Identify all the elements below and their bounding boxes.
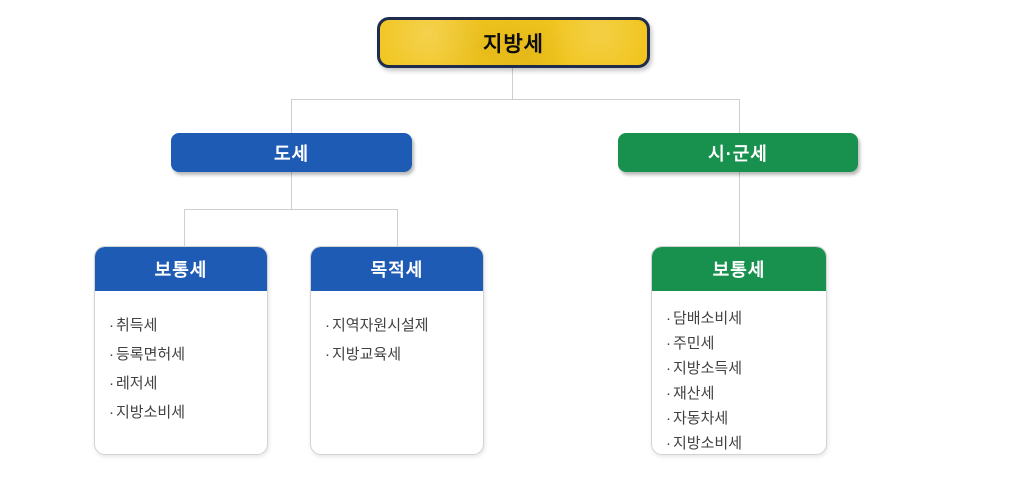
- bullet-glyph: ·: [666, 310, 671, 327]
- card-botongse-sigun-list: ·담배소비세 ·주민세 ·지방소득세 ·재산세 ·자동차세 ·지방소비세: [652, 291, 826, 454]
- bullet-glyph: ·: [666, 335, 671, 352]
- node-dose-label: 도세: [273, 143, 310, 164]
- list-item: ·재산세: [666, 381, 816, 406]
- bullet-glyph: ·: [666, 435, 671, 452]
- tax-name: 지방소비세: [116, 404, 186, 421]
- list-item: ·취득세: [109, 311, 257, 340]
- node-dose: 도세: [171, 133, 412, 172]
- tax-name: 지방소비세: [673, 435, 743, 452]
- tax-name: 등록면허세: [116, 346, 186, 363]
- tax-name: 지방소득세: [673, 360, 743, 377]
- tax-name: 담배소비세: [673, 310, 743, 327]
- card-botongse-do-title: 보통세: [154, 260, 208, 280]
- bullet-glyph: ·: [109, 375, 114, 392]
- list-item: ·지방소비세: [666, 431, 816, 454]
- bullet-glyph: ·: [325, 317, 330, 334]
- tax-name: 지방교육세: [332, 346, 402, 363]
- list-item: ·지역자원시설제: [325, 311, 473, 340]
- card-botongse-sigun-title: 보통세: [712, 260, 766, 280]
- connector-level1-horizontal: [291, 99, 739, 100]
- card-mokjeokse-list: ·지역자원시설제 ·지방교육세: [311, 291, 483, 369]
- tax-name: 자동차세: [673, 410, 729, 427]
- list-item: ·자동차세: [666, 406, 816, 431]
- connector-botongse-sigun-drop: [739, 172, 740, 246]
- bullet-glyph: ·: [109, 317, 114, 334]
- node-sigunse: 시·군세: [618, 133, 858, 172]
- list-item: ·지방소비세: [109, 398, 257, 427]
- bullet-glyph: ·: [666, 410, 671, 427]
- node-sigunse-label: 시·군세: [708, 143, 768, 164]
- connector-sigunse-drop: [739, 99, 740, 133]
- connector-dose-drop: [291, 99, 292, 133]
- connector-botongse-do-drop: [184, 209, 185, 246]
- connector-root-stem: [512, 68, 513, 99]
- list-item: ·주민세: [666, 331, 816, 356]
- card-botongse-do-list: ·취득세 ·등록면허세 ·레저세 ·지방소비세: [95, 291, 267, 427]
- bullet-glyph: ·: [109, 404, 114, 421]
- card-botongse-sigun-header: 보통세: [652, 247, 826, 291]
- tax-name: 지역자원시설제: [332, 317, 429, 334]
- tax-name: 취득세: [116, 317, 158, 334]
- list-item: ·담배소비세: [666, 306, 816, 331]
- tax-name: 주민세: [673, 335, 715, 352]
- tax-name: 레저세: [116, 375, 158, 392]
- card-botongse-do: 보통세 ·취득세 ·등록면허세 ·레저세 ·지방소비세: [94, 246, 268, 455]
- bullet-glyph: ·: [666, 360, 671, 377]
- connector-dose-stem: [291, 172, 292, 209]
- node-jibangse: 지방세: [377, 17, 650, 68]
- card-mokjeokse-title: 목적세: [370, 260, 424, 280]
- card-mokjeokse-header: 목적세: [311, 247, 483, 291]
- tax-name: 재산세: [673, 385, 715, 402]
- connector-mokjeokse-drop: [397, 209, 398, 246]
- list-item: ·지방교육세: [325, 340, 473, 369]
- card-botongse-sigun: 보통세 ·담배소비세 ·주민세 ·지방소득세 ·재산세 ·자동차세 ·지방소비세: [651, 246, 827, 455]
- bullet-glyph: ·: [666, 385, 671, 402]
- node-jibangse-label: 지방세: [483, 32, 544, 56]
- list-item: ·레저세: [109, 369, 257, 398]
- list-item: ·지방소득세: [666, 356, 816, 381]
- list-item: ·등록면허세: [109, 340, 257, 369]
- bullet-glyph: ·: [109, 346, 114, 363]
- connector-level2-horizontal: [184, 209, 397, 210]
- bullet-glyph: ·: [325, 346, 330, 363]
- card-botongse-do-header: 보통세: [95, 247, 267, 291]
- card-mokjeokse: 목적세 ·지역자원시설제 ·지방교육세: [310, 246, 484, 455]
